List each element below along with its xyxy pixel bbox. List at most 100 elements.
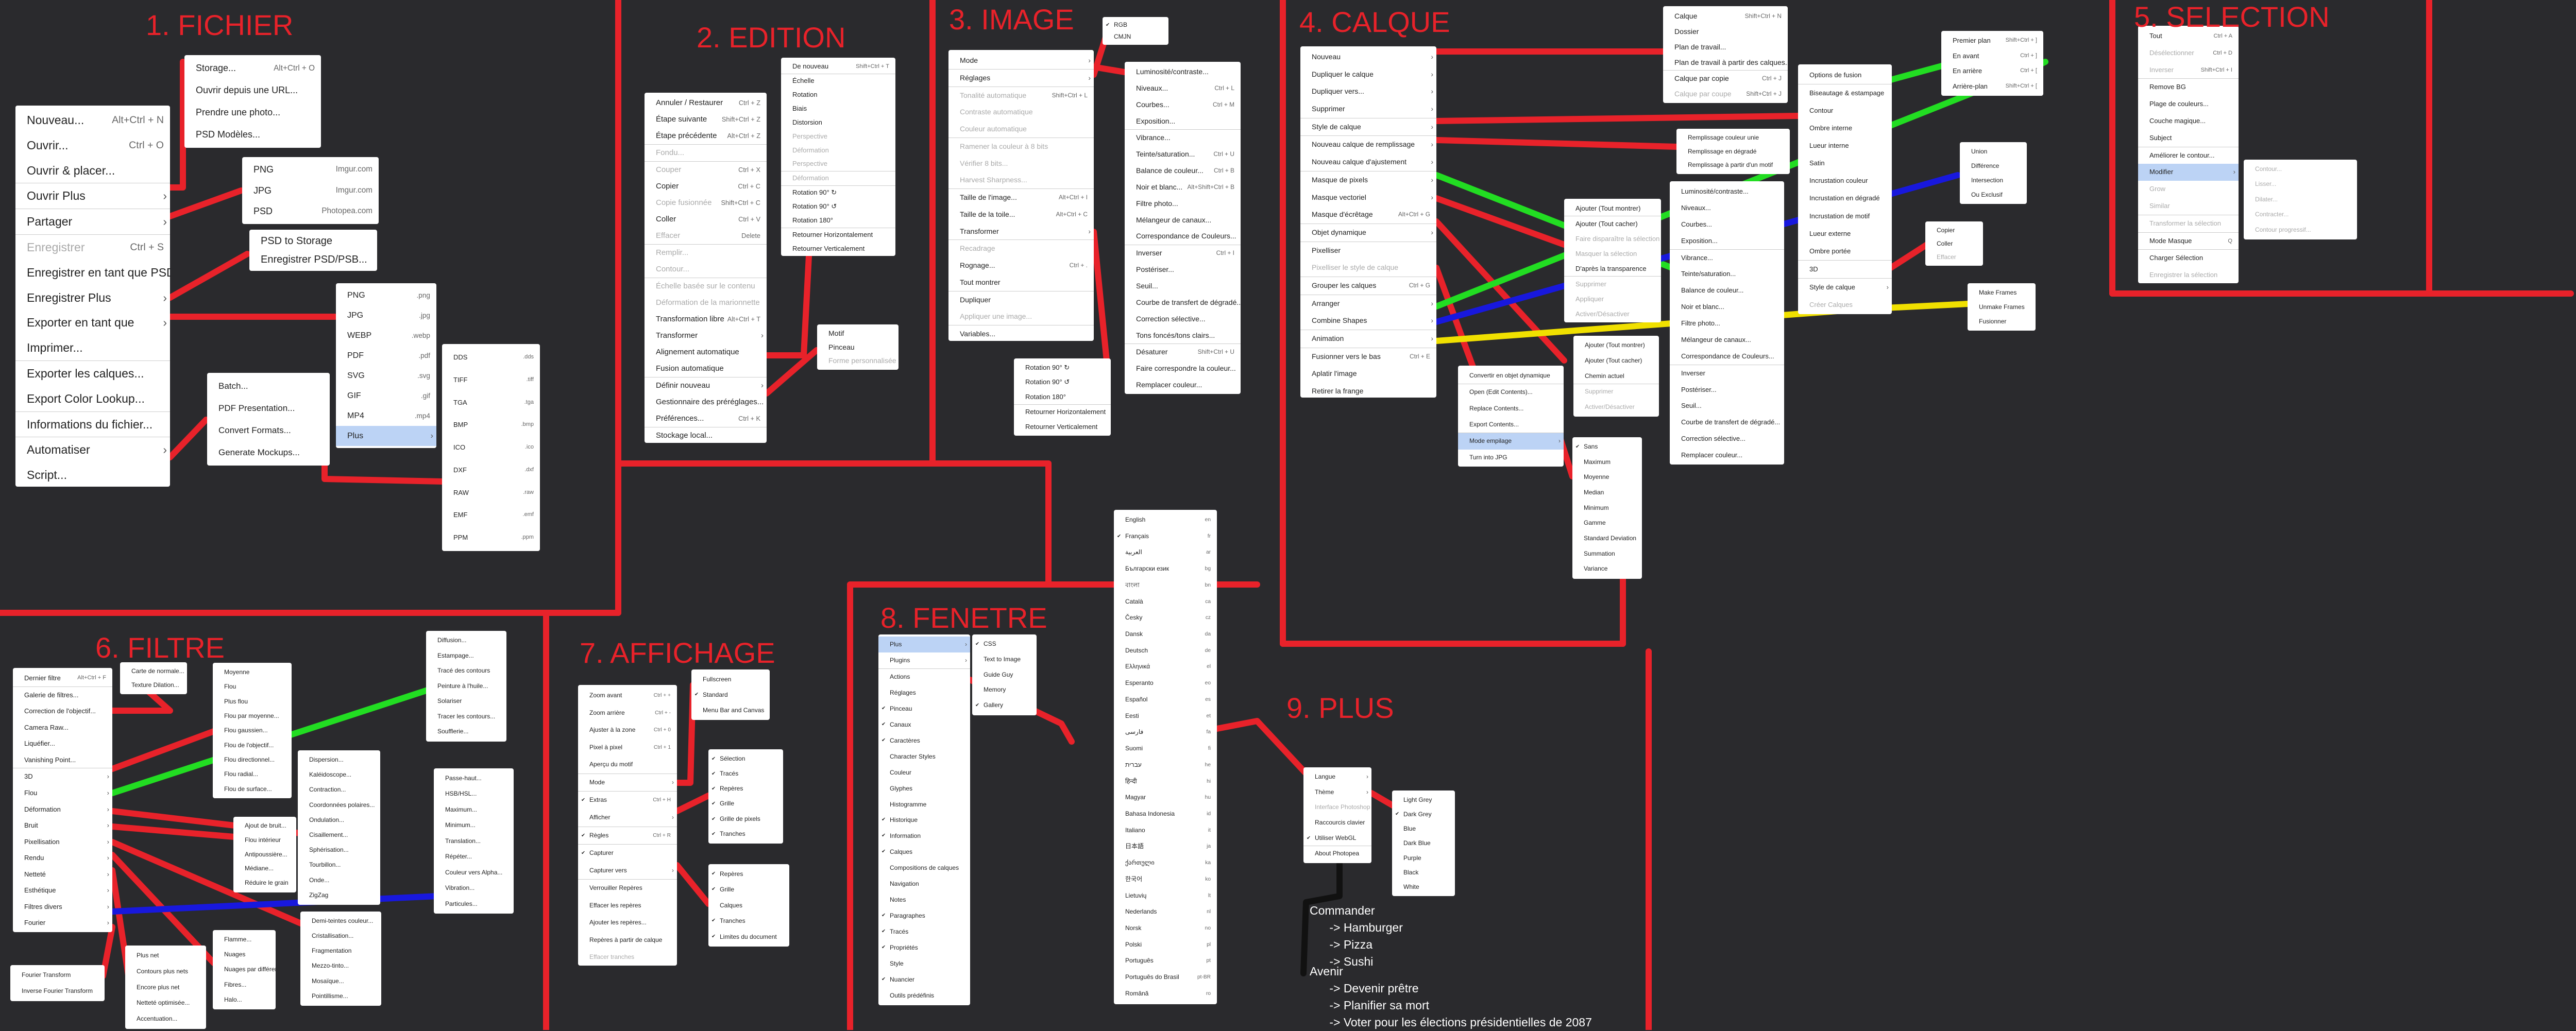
menu-item[interactable]: EMF.emf [442,504,540,526]
menu-item[interactable]: Stockage local... [645,427,767,443]
menu-item[interactable]: Fourier [13,915,112,931]
menu-item[interactable]: Rotation 90° ↺ [781,200,895,214]
menu-item[interactable]: Summation [1572,546,1642,562]
menu-item[interactable]: WEBP.webp [336,325,436,346]
menu-item[interactable]: Combine Shapes [1300,312,1436,330]
menu-item[interactable]: Encore plus net [125,980,206,995]
menu-item[interactable]: Minimum... [434,817,514,833]
menu-item[interactable]: Nuancier [878,972,970,988]
menu-item[interactable]: Sans [1572,439,1642,455]
menu-item[interactable]: Tracé des contours [426,663,506,679]
menu-item[interactable]: Dark Blue [1392,836,1455,850]
menu-item[interactable]: Repères [708,781,783,796]
menu-item[interactable]: Halo... [213,992,276,1007]
menu-item[interactable]: Ajouter les repères... [578,914,677,932]
menu-item[interactable]: Flou de l'objectif... [213,738,292,752]
menu-item[interactable]: Dupliquer [948,290,1094,308]
menu-item[interactable]: PDF.pdf [336,346,436,366]
menu-item[interactable]: Langue [1303,769,1371,785]
menu-item[interactable]: Flou gaussien... [213,723,292,737]
menu-item[interactable]: Export Color Lookup... [15,386,170,411]
menu-item[interactable]: Unmake Frames [1968,300,2036,314]
menu-item[interactable]: D'après la transparence [1564,261,1661,276]
menu-item[interactable]: Flou de surface... [213,782,292,796]
menu-item[interactable]: Modifier [2138,164,2239,181]
menu-item[interactable]: Notes [878,892,970,908]
menu-item[interactable]: Gallery [972,698,1037,713]
menu-item[interactable]: Satin [1798,154,1892,172]
menu-item[interactable]: Imprimer... [15,335,170,360]
menu-item[interactable]: Kaléidoscope... [298,767,380,782]
menu-item[interactable]: Netteté optimisée... [125,995,206,1011]
menu-item[interactable]: Seuil... [1125,278,1241,295]
menu-item[interactable]: MP4.mp4 [336,406,436,426]
menu-item[interactable]: Fibres... [213,977,276,992]
menu-item[interactable]: GIF.gif [336,386,436,406]
menu-item[interactable]: Plus [878,637,970,652]
menu-item[interactable]: Effacer les repères [578,897,677,915]
menu-item[interactable]: Demi-teintes couleur... [300,914,381,929]
menu-item[interactable]: PPM.ppm [442,526,540,549]
menu-item[interactable]: Dispersion... [298,752,380,767]
menu-item[interactable]: Ouvrir...Ctrl + O [15,133,170,158]
menu-item[interactable]: Filtre photo... [1670,315,1784,332]
menu-item[interactable]: Mélangeur de canaux... [1670,332,1784,348]
menu-item[interactable]: Coller [1925,237,1983,250]
menu-item[interactable]: Grille de pixels [708,812,783,827]
menu-item[interactable]: PSD to Storage [249,232,377,250]
menu-item[interactable]: Ouvrir Plus [15,183,170,209]
menu-item[interactable]: Style de calque [1300,117,1436,136]
menu-item[interactable]: Partager [15,209,170,234]
menu-item[interactable]: Style [878,956,970,972]
menu-item[interactable]: Rognage...Ctrl + . [948,257,1094,274]
menu-item[interactable]: Ajout de bruit... [233,819,296,833]
menu-item[interactable]: Median [1572,485,1642,501]
menu-item[interactable]: Variables... [948,325,1094,341]
menu-item[interactable]: Fullscreen [691,672,770,687]
menu-item[interactable]: CSS [972,637,1037,652]
menu-item[interactable]: Plage de couleurs... [2138,96,2239,113]
menu-item[interactable]: Standard Deviation [1572,531,1642,546]
menu-item[interactable]: Médiane... [233,862,296,876]
menu-item[interactable]: Motif [817,327,899,340]
menu-item[interactable]: Union [1960,144,2027,159]
menu-item[interactable]: Esthétique [13,882,112,899]
menu-item[interactable]: Nouveau calque d'ajustement [1300,153,1436,171]
menu-item[interactable]: Flou par moyenne... [213,709,292,723]
menu-item[interactable]: Information [878,828,970,844]
menu-item[interactable]: Inverser [1670,364,1784,382]
menu-item[interactable]: Définir nouveau [645,377,767,394]
menu-item[interactable]: Distorsion [781,116,895,130]
menu-item[interactable]: Moyenne [213,665,292,679]
menu-item[interactable]: Ou Exclusif [1960,187,2027,202]
menu-item[interactable]: Antipoussière... [233,848,296,862]
menu-item[interactable]: PSD Modèles... [184,124,321,146]
menu-item[interactable]: Teinte/saturation... [1670,266,1784,282]
menu-item[interactable]: Sphérisation... [298,843,380,857]
menu-item[interactable]: Charger Sélection [2138,249,2239,267]
menu-item[interactable]: Fusionner [1968,314,2036,329]
menu-item[interactable]: Calques [708,898,789,913]
menu-item[interactable]: Calques [878,844,970,860]
menu-item[interactable]: HSB/HSL... [434,786,514,801]
menu-item[interactable]: Correction de l'objectif... [13,703,112,719]
menu-item[interactable]: Pinceau [817,340,899,354]
menu-item[interactable]: Transformer [948,223,1094,240]
